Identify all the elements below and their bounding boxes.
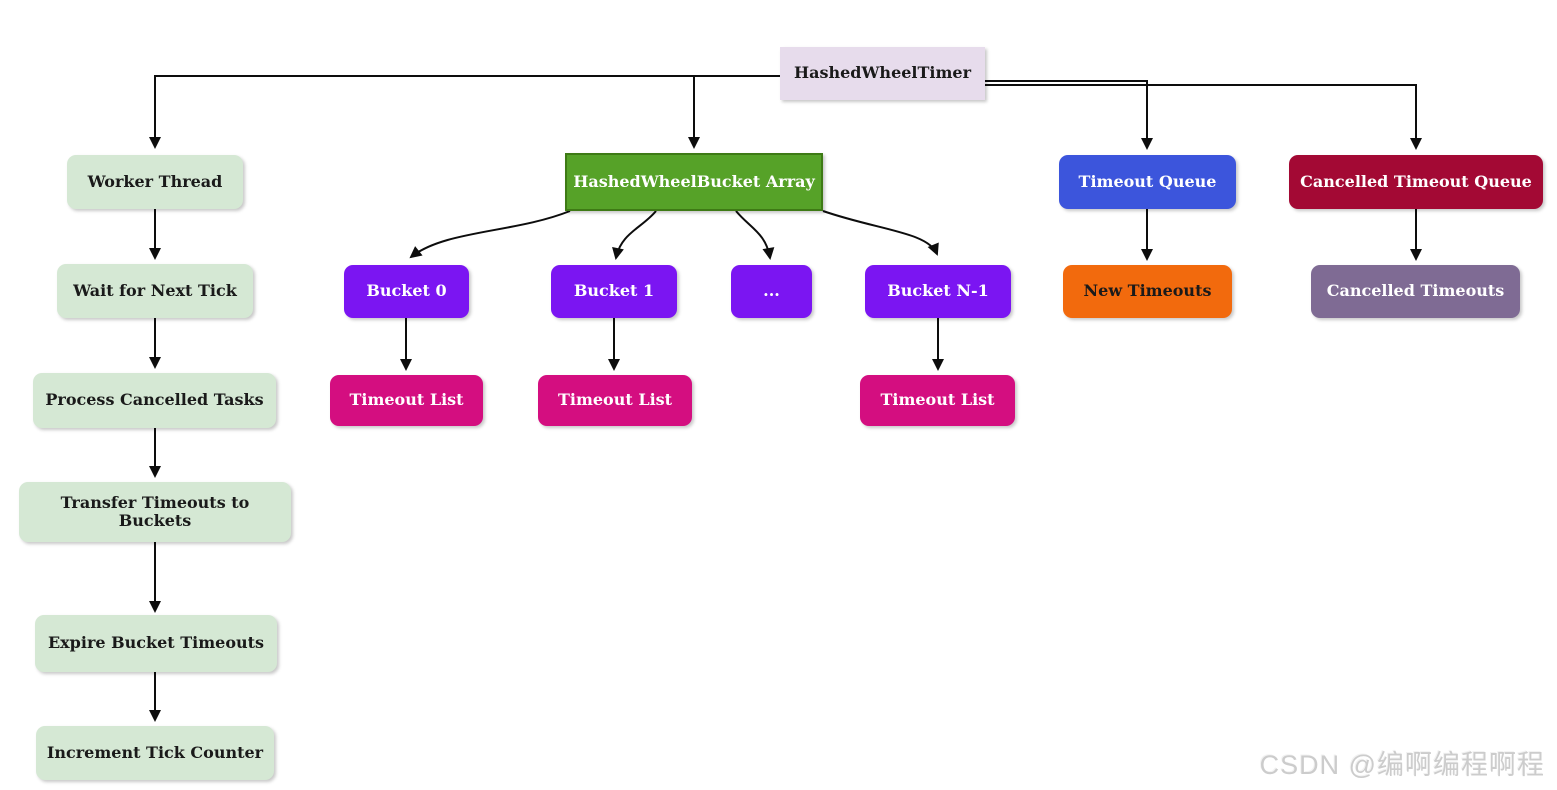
edge-timer-worker-thread — [149, 75, 780, 149]
node-new-timeouts: New Timeouts — [1063, 265, 1232, 318]
csdn-watermark: CSDN @编啊编程啊程 — [1259, 750, 1545, 780]
edge-timer-timeout-queue — [985, 80, 1153, 150]
node-worker-thread: Worker Thread — [67, 155, 243, 209]
node-timeout-list-1: Timeout List — [538, 375, 692, 426]
node-bucket-ellipsis: ... — [731, 265, 812, 318]
node-process-cancelled-tasks: Process Cancelled Tasks — [33, 373, 276, 428]
node-timeout-list-n: Timeout List — [860, 375, 1015, 426]
node-timeout-list-0: Timeout List — [330, 375, 483, 426]
node-bucket-n-1: Bucket N-1 — [865, 265, 1011, 318]
node-hashed-wheel-timer: HashedWheelTimer — [780, 47, 985, 100]
node-timeout-queue: Timeout Queue — [1059, 155, 1236, 209]
node-cancelled-timeout-queue: Cancelled Timeout Queue — [1289, 155, 1543, 209]
edge-array-ellipsis — [735, 210, 775, 260]
node-increment-tick-counter: Increment Tick Counter — [36, 726, 274, 780]
node-cancelled-timeouts: Cancelled Timeouts — [1311, 265, 1520, 318]
edge-array-bucketN1 — [822, 210, 939, 256]
node-hashed-wheel-bucket-array: HashedWheelBucket Array — [565, 153, 823, 211]
node-transfer-timeouts-to-buckets: Transfer Timeouts to Buckets — [19, 482, 291, 542]
edge-array-bucket1 — [612, 210, 657, 260]
node-wait-for-next-tick: Wait for Next Tick — [57, 264, 253, 318]
edge-timer-cancelled-timeout-queue — [985, 84, 1422, 150]
node-bucket-1: Bucket 1 — [551, 265, 677, 318]
node-bucket-0: Bucket 0 — [344, 265, 469, 318]
edge-array-bucket0 — [409, 210, 571, 259]
node-expire-bucket-timeouts: Expire Bucket Timeouts — [35, 615, 277, 672]
